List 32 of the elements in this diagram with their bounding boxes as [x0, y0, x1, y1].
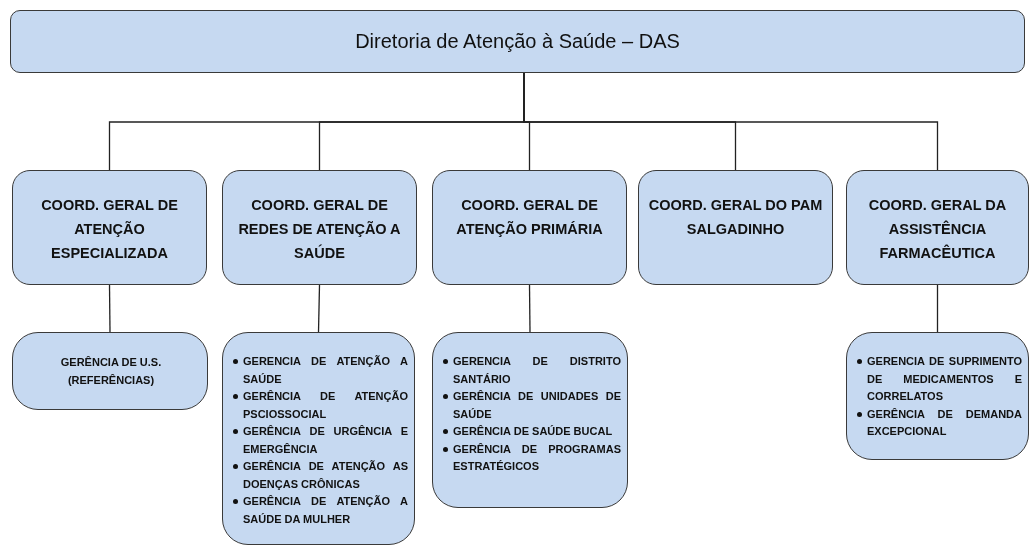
box-text: COORD. GERAL DA ASSISTÊNCIA FARMACÊUTICA	[867, 196, 1008, 263]
connector-line	[528, 284, 531, 333]
rounded-box	[222, 170, 417, 285]
list-item: GERÊNCIA DE ATENÇÃO PSCIOSSOCIAL	[243, 389, 408, 422]
box-text: COORD. GERAL DE ATENÇÃO PRIMÁRIA	[455, 196, 604, 239]
rounded-box	[846, 332, 1029, 460]
box-text: COORD. GERAL DE ATENÇÃO ESPECIALIZADA	[40, 196, 179, 263]
list-item: GERÊNCIA DE ATENÇÃO AS DOENÇAS CRÔNICAS	[243, 459, 408, 492]
rounded-box	[638, 170, 833, 285]
list-item: GERENCIA DE SUPRIMENTO DE MEDICAMENTOS E CORRELATOS	[867, 354, 1022, 404]
list-item: GERÊNCIA DE UNIDADES DE SAÚDE	[453, 389, 621, 422]
list-item: GERENCIA DE DISTRITO SANTÁRIO	[453, 354, 621, 387]
connector-line	[317, 284, 321, 333]
rounded-box	[432, 332, 628, 508]
rounded-box	[846, 170, 1029, 285]
list-item: GERÊNCIA DE SAÚDE BUCAL	[453, 424, 614, 439]
list-item: GERENCIA DE ATENÇÃO A SAÚDE	[243, 354, 408, 387]
box-text: COORD. GERAL DE REDES DE ATENÇÃO A SAÚDE	[237, 196, 402, 263]
connector-line	[108, 284, 111, 333]
box-text: GERÊNCIA DE U.S. (REFERÊNCIAS)	[59, 355, 163, 388]
title-box	[10, 10, 1025, 73]
list-item: GERÊNCIA DE ATENÇÃO A SAÚDE DA MULHER	[243, 494, 408, 527]
connector-line	[936, 284, 939, 333]
rounded-box	[12, 332, 208, 410]
box-text: COORD. GERAL DO PAM SALGADINHO	[647, 196, 824, 239]
rounded-box	[222, 332, 415, 545]
title-text: Diretoria de Atenção à Saúde – DAS	[355, 30, 680, 53]
rounded-box	[12, 170, 207, 285]
rounded-box	[432, 170, 627, 285]
list-item: GERÊNCIA DE DEMANDA EXCEPCIONAL	[867, 406, 1022, 439]
list-item: GERÊNCIA DE PROGRAMAS ESTRATÉGICOS	[453, 441, 621, 474]
list-item: GERÊNCIA DE URGÊNCIA E EMERGÊNCIA	[243, 424, 408, 457]
